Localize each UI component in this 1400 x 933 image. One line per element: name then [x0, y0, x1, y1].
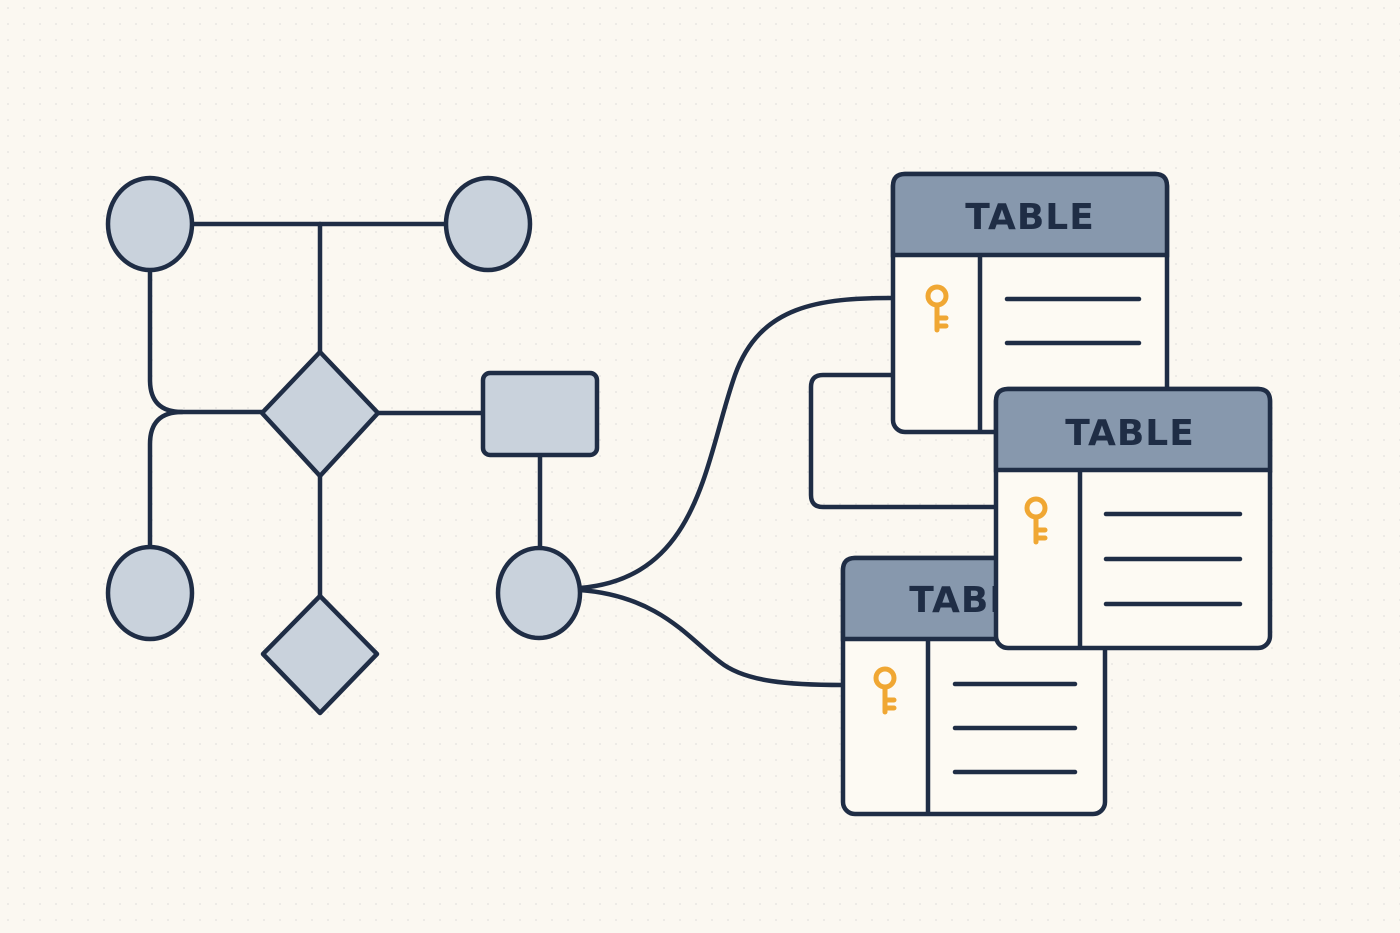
- link-table-1-to-table-2: [808, 372, 999, 510]
- relationship-links: [577, 295, 999, 688]
- link-circle-to-table-3: [577, 587, 846, 688]
- graph-nodes: [105, 175, 600, 716]
- connector-left-bracket: [147, 267, 265, 415]
- decision-diamond-lower[interactable]: [260, 593, 380, 716]
- table-1[interactable]: TABLE: [890, 171, 1170, 435]
- table-2-header: [993, 386, 1273, 473]
- decision-diamond-main[interactable]: [259, 349, 381, 479]
- entity-circle-bottom-left[interactable]: [105, 544, 195, 642]
- connector-left-lower: [147, 409, 185, 551]
- graph-connectors: [147, 221, 543, 599]
- entity-circle-top-right[interactable]: [443, 175, 533, 273]
- process-rectangle[interactable]: [480, 370, 600, 458]
- entity-circle-bottom-mid[interactable]: [495, 545, 583, 641]
- table-1-header: [890, 171, 1170, 258]
- entity-circle-top-left[interactable]: [105, 175, 195, 273]
- table-1-title: TABLE: [965, 197, 1095, 238]
- table-2[interactable]: TABLE: [993, 386, 1273, 651]
- table-2-title: TABLE: [1065, 413, 1195, 454]
- link-circle-to-table-1: [577, 295, 896, 591]
